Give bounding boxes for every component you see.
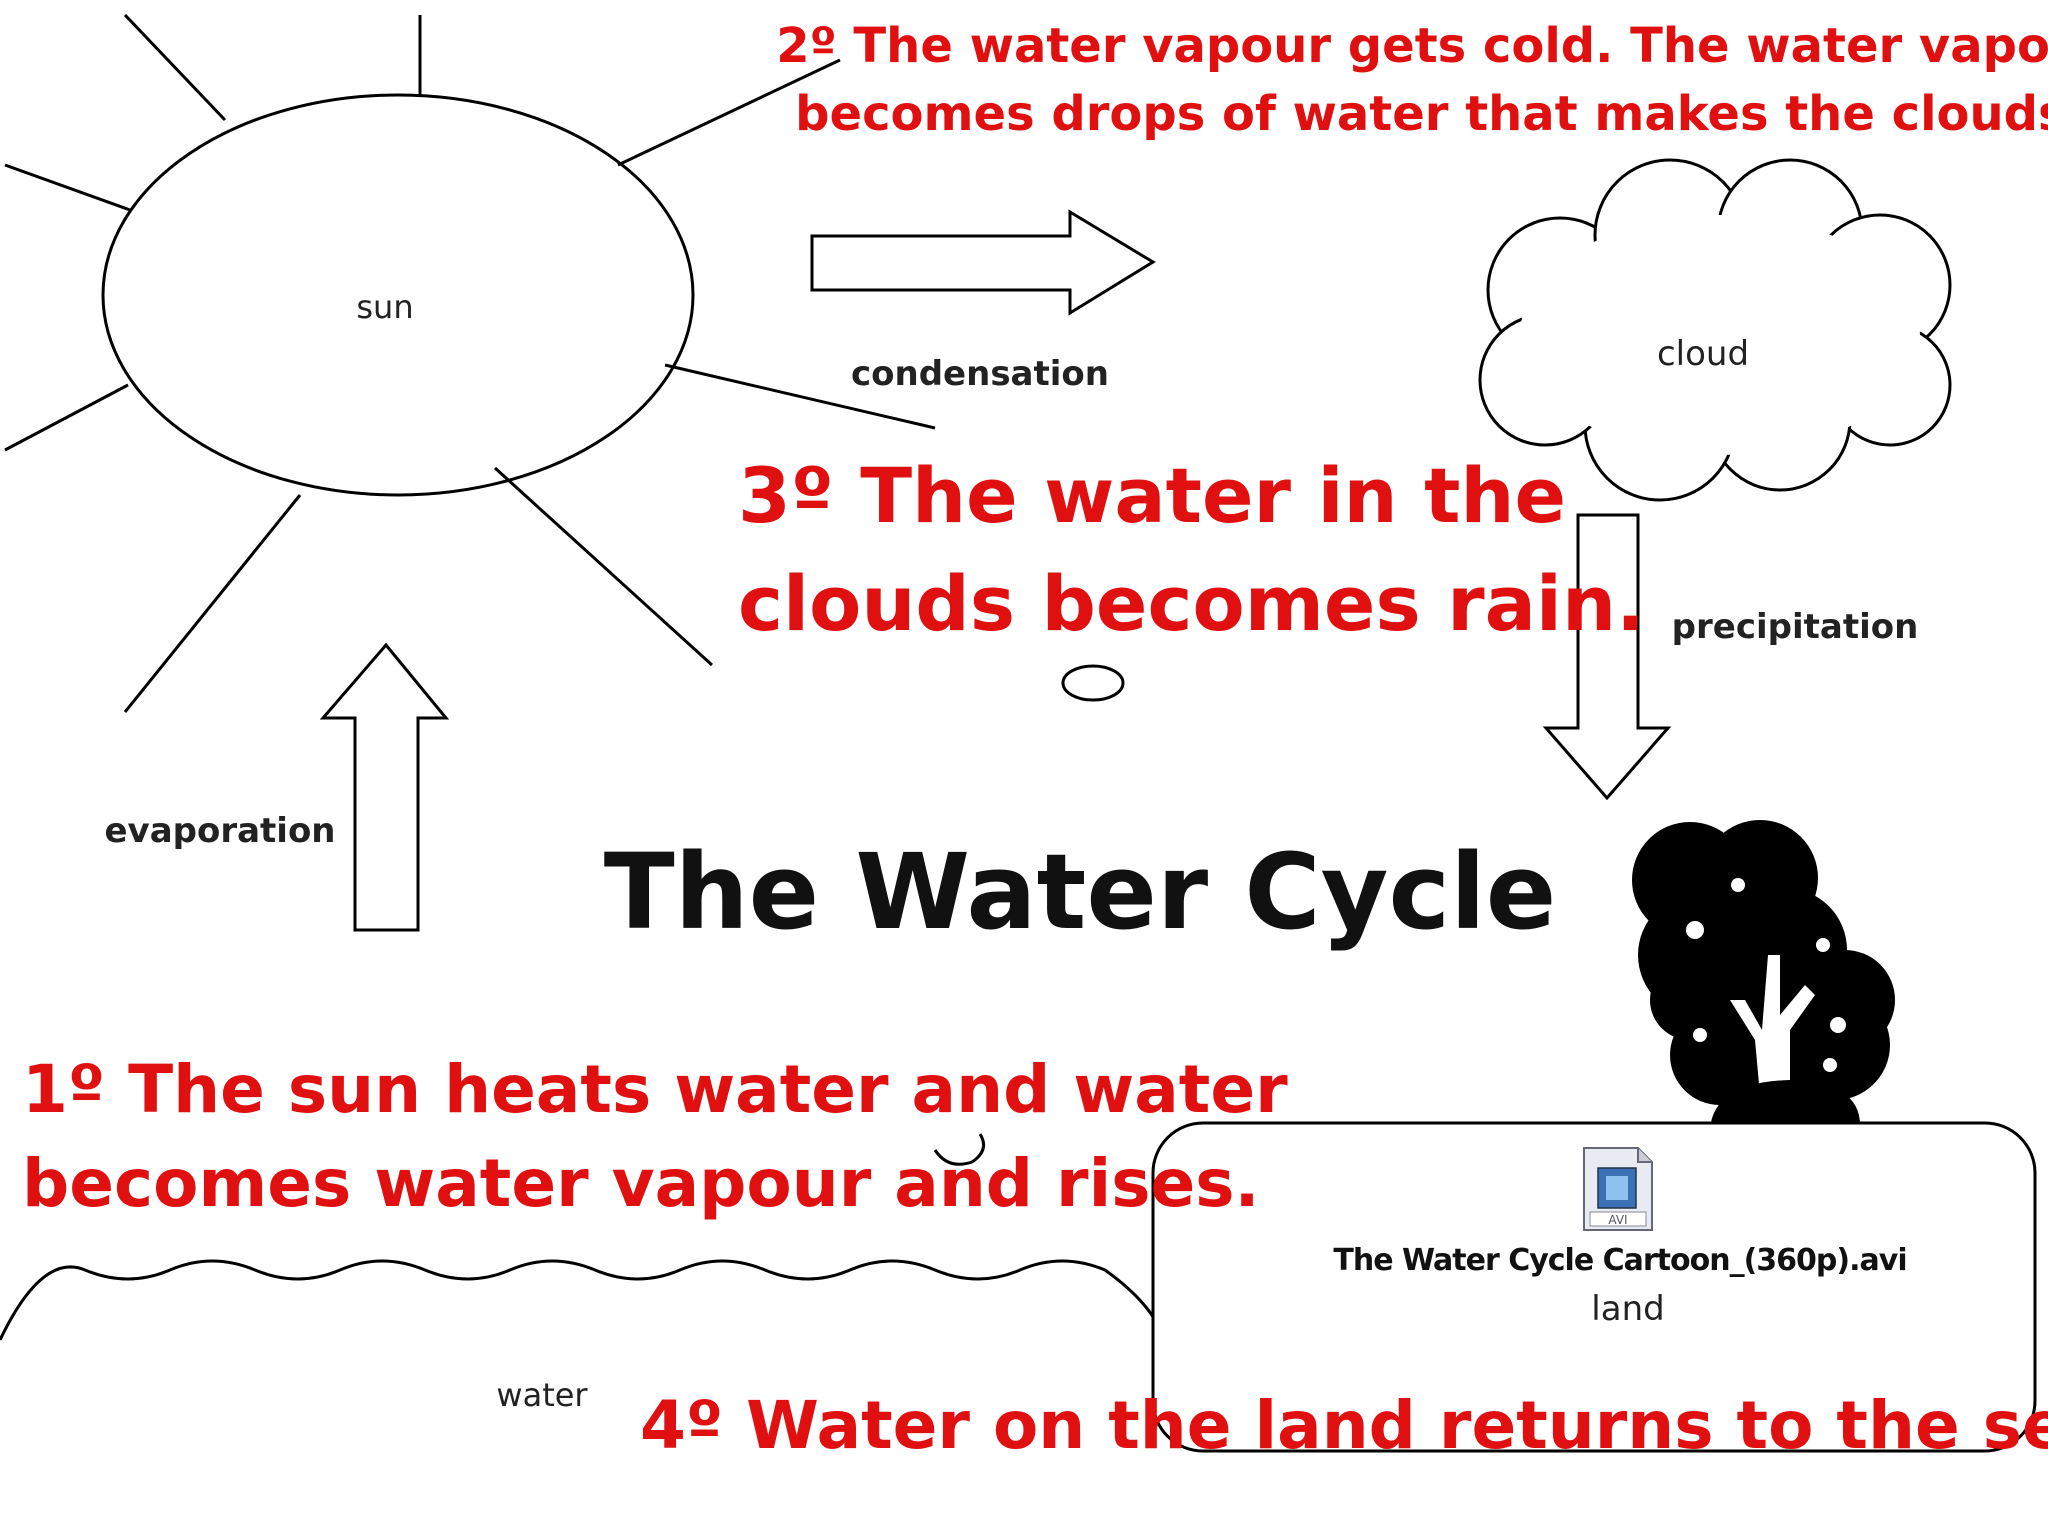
step4-text: 4º Water on the land returns to the sea. — [640, 1387, 2048, 1464]
cloud-label: cloud — [1657, 334, 1749, 374]
sun-label: sun — [356, 288, 413, 326]
water-label: water — [496, 1376, 588, 1414]
land-box — [1151, 1121, 2037, 1453]
small-oval-shape — [1061, 664, 1125, 702]
step3-text-line1: 3º The water in the — [738, 451, 1566, 540]
step3-text-line2: clouds becomes rain. — [738, 559, 1645, 648]
tree-icon — [1632, 820, 1895, 1130]
small-curl-mark — [933, 1133, 986, 1166]
precipitation-label: precipitation — [1672, 607, 1919, 647]
video-filename[interactable]: The Water Cycle Cartoon_(360p).avi — [1333, 1243, 1907, 1278]
evaporation-label: evaporation — [104, 811, 335, 851]
avi-badge: AVI — [1608, 1213, 1627, 1227]
evaporation-arrow — [319, 642, 450, 932]
step1-text-line2: becomes water vapour and rises. — [22, 1145, 1260, 1222]
condensation-arrow — [810, 209, 1156, 316]
water-waves — [0, 1259, 1157, 1341]
diagram-title: The Water Cycle — [604, 831, 1557, 953]
step2-text-line2: becomes drops of water that makes the cl… — [795, 86, 2048, 142]
step2-text-line1: 2º The water vapour gets cold. The water… — [776, 18, 2048, 74]
sun-icon — [4, 13, 936, 713]
cloud-icon — [1478, 158, 1952, 502]
precipitation-arrow — [1542, 513, 1672, 801]
condensation-label: condensation — [851, 354, 1109, 394]
avi-file-icon[interactable]: AVI — [1583, 1147, 1653, 1231]
land-label: land — [1591, 1289, 1664, 1329]
step1-text-line1: 1º The sun heats water and water — [22, 1051, 1288, 1128]
